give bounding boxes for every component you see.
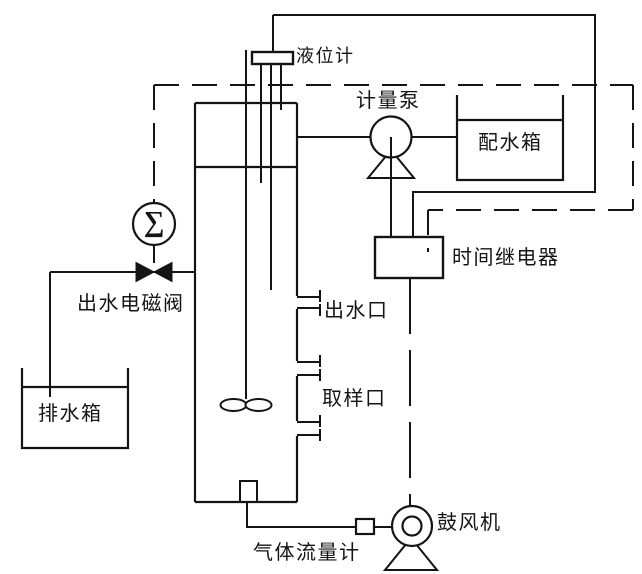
sigma-symbol: ∑ [143,206,165,239]
drain-tank-label: 排水箱 [38,403,103,425]
sampling-port-nozzle-lower [297,415,321,441]
sampling-port-label: 取样口 [322,388,387,410]
outlet-solenoid-valve-label: 出水电磁阀 [77,293,185,315]
time-relay-icon [373,235,445,280]
feed-tank-walls [455,95,565,182]
metering-pump-label: 计量泵 [356,90,421,112]
level-gauge-label: 液位计 [296,46,355,66]
feed-water-tank-shape [455,95,565,182]
feed-water-tank-label: 配水箱 [478,132,543,154]
blower-icon [382,504,440,571]
gas-flow-meter-icon [354,517,376,536]
controller-circle-icon [131,201,177,247]
reactor-tank [193,101,299,504]
solenoid-valve-icon [135,261,173,283]
water-outlet-label: 出水口 [324,300,389,322]
metering-pump-icon [365,115,417,237]
outlet-port-nozzle [297,290,321,316]
level-gauge-icon [250,50,295,66]
gas-flow-meter-label: 气体流量计 [253,542,361,564]
drain-tank-walls [20,368,130,450]
drain-tank-shape [20,368,130,450]
stirrer-propeller-icon [219,398,273,412]
control-signal-lines [153,84,634,211]
blower-label: 鼓风机 [437,512,502,534]
pipe-lines [49,14,596,528]
time-relay-label: 时间继电器 [452,247,560,269]
air-sparger [239,480,258,502]
sampling-port-nozzle-upper [297,355,321,381]
reactor-ports [297,290,321,441]
level-gauge-to-relay-line [273,14,596,237]
air-line [246,502,392,528]
